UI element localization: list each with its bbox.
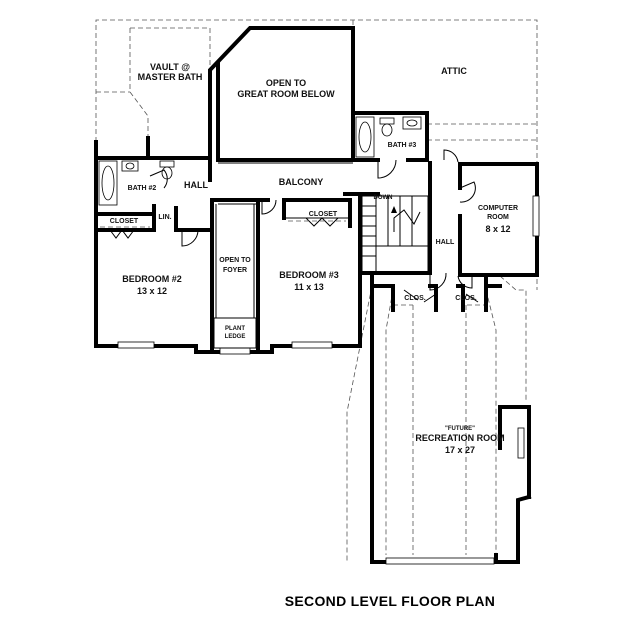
- hall-right-label: HALL: [436, 239, 455, 246]
- computer-room-size: 8 x 12: [485, 224, 510, 234]
- recreation-room-name: RECREATION ROOM: [415, 433, 504, 443]
- bath2-fixtures: [98, 160, 175, 206]
- window: [517, 427, 525, 459]
- balcony-label: BALCONY: [279, 177, 324, 187]
- walls: [94, 26, 539, 564]
- closet-rec-left-label: CLOS.: [404, 295, 425, 302]
- closet-rec-right-label: CLOS.: [455, 295, 476, 302]
- open-great-room-line2: GREAT ROOM BELOW: [237, 89, 335, 99]
- computer-room-line1: COMPUTER: [478, 205, 518, 212]
- recreation-room-size: 17 x 27: [445, 445, 475, 455]
- window: [532, 195, 540, 237]
- future-label: "FUTURE": [445, 426, 475, 432]
- window: [291, 341, 333, 349]
- open-great-room-line1: OPEN TO: [266, 78, 306, 88]
- plant-ledge-line1: PLANT: [225, 326, 245, 332]
- bedroom2-size: 13 x 12: [137, 286, 167, 296]
- hall-left-label: HALL: [184, 180, 208, 190]
- window: [219, 347, 251, 355]
- plan-title: SECOND LEVEL FLOOR PLAN: [285, 593, 495, 609]
- computer-room-line2: ROOM: [487, 214, 509, 221]
- bath3-label: BATH #3: [388, 142, 417, 149]
- window: [117, 341, 155, 349]
- open-foyer-line1: OPEN TO: [219, 257, 251, 264]
- bath3-fixtures: [355, 116, 422, 158]
- bedroom3-size: 11 x 13: [294, 282, 324, 292]
- staircase: [361, 195, 429, 273]
- plant-ledge-line2: LEDGE: [225, 334, 246, 340]
- closet-mid-label: CLOSET: [309, 211, 338, 218]
- plant-ledge: [213, 317, 257, 349]
- bedroom2-name: BEDROOM #2: [122, 274, 182, 284]
- windows: [117, 195, 540, 565]
- stair-down-label: DOWN: [374, 195, 393, 201]
- bath2-label: BATH #2: [128, 185, 157, 192]
- vault-label-line2: MASTER BATH: [138, 72, 203, 82]
- open-foyer-line2: FOYER: [223, 267, 247, 274]
- window: [385, 557, 495, 565]
- closet-left-label: CLOSET: [110, 218, 139, 225]
- balcony-railing: [213, 162, 353, 349]
- linen-label: LIN.: [158, 214, 171, 221]
- room-labels: VAULT @ MASTER BATH OPEN TO GREAT ROOM B…: [110, 62, 518, 455]
- attic-label: ATTIC: [441, 66, 467, 76]
- vault-label-line1: VAULT @: [150, 62, 190, 72]
- bedroom3-name: BEDROOM #3: [279, 270, 339, 280]
